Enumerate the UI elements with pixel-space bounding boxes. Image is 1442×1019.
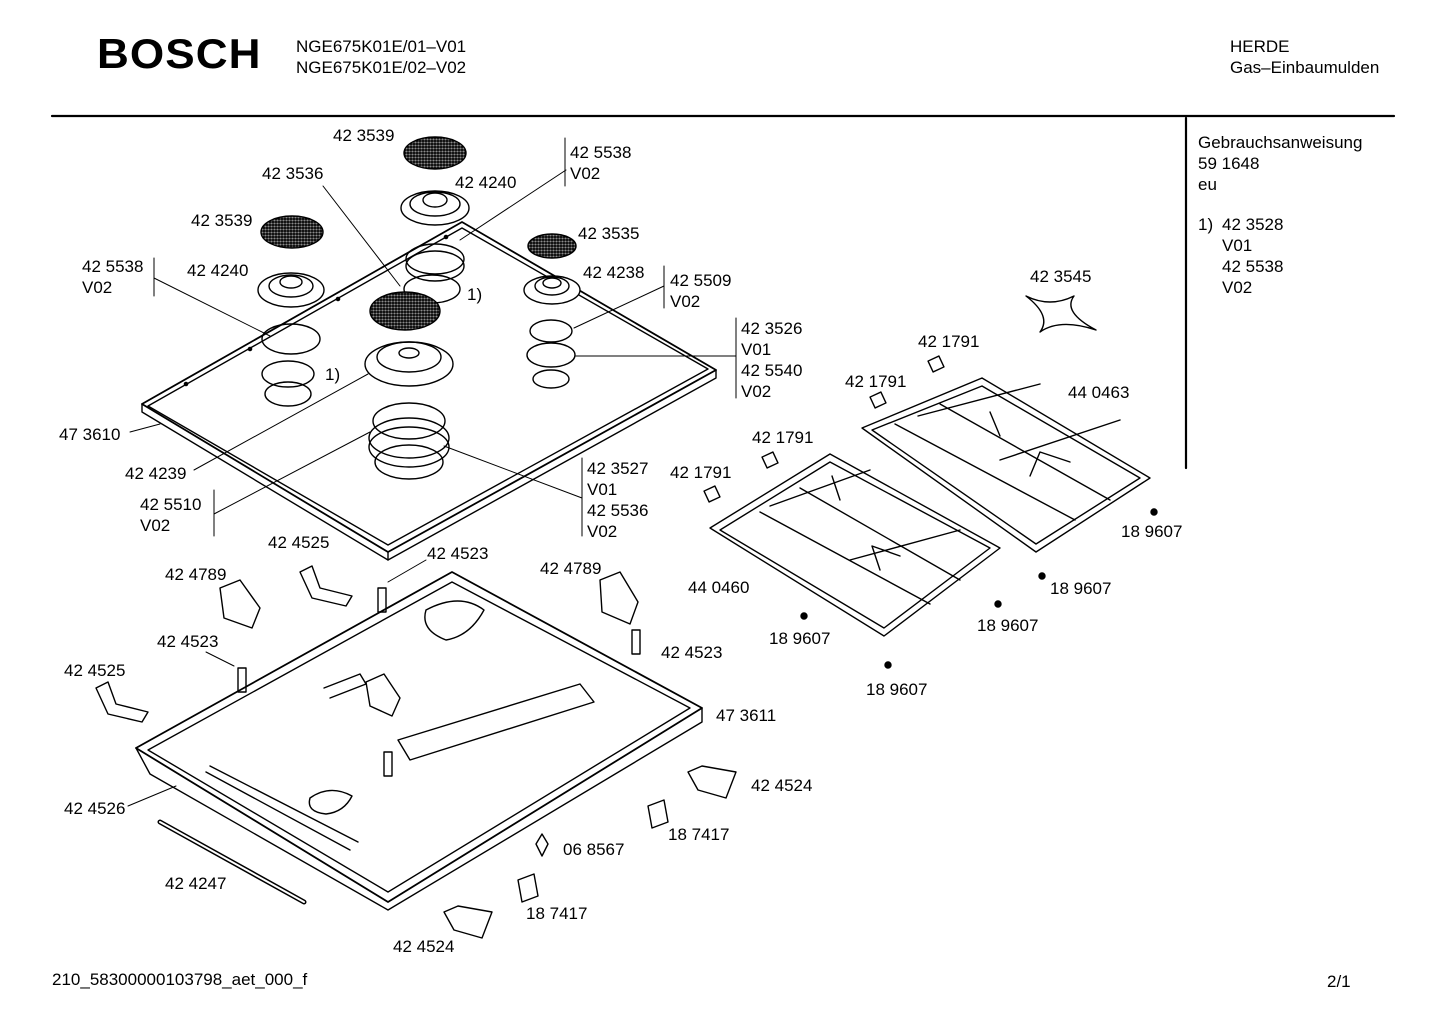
model-list: NGE675K01E/01–V01 NGE675K01E/02–V02 — [296, 36, 466, 78]
part-label: 42 1791 — [845, 372, 907, 391]
part-label: V02 — [82, 278, 113, 297]
part-label: 18 7417 — [526, 904, 588, 923]
part-label: 42 3527 — [587, 459, 649, 478]
part-label: 42 4239 — [125, 464, 187, 483]
part-label: 18 9607 — [866, 680, 928, 699]
part-label: 42 4240 — [455, 173, 517, 192]
part-label: 42 1791 — [918, 332, 980, 351]
part-label: V02 — [570, 164, 601, 183]
part-label: 18 9607 — [1121, 522, 1183, 541]
part-label: 42 1791 — [752, 428, 814, 447]
part-label: 18 9607 — [769, 629, 831, 648]
part-label: 42 5510 — [140, 495, 202, 514]
manual-language: eu — [1198, 175, 1217, 194]
burner-left — [257, 215, 325, 407]
part-label: 18 7417 — [668, 825, 730, 844]
brand-logo: BOSCH — [97, 30, 262, 77]
part-label: 18 9607 — [1050, 579, 1112, 598]
part-label: 18 9607 — [977, 616, 1039, 635]
trivet-adapter — [1025, 295, 1097, 333]
pan-support-left — [709, 453, 1001, 637]
manual-number: 59 1648 — [1198, 154, 1260, 173]
part-label: 42 3539 — [191, 211, 253, 230]
part-label: 42 4247 — [165, 874, 227, 893]
document-code: 210_58300000103798_aet_000_f — [52, 970, 308, 989]
note-lines: 42 3528 V01 42 5538 V02 — [1222, 214, 1283, 298]
burner-rear-center — [400, 136, 470, 282]
support-clips — [703, 355, 945, 503]
part-label: 44 0460 — [688, 578, 750, 597]
note-line: 42 3528 — [1222, 215, 1284, 234]
burner-wok — [364, 274, 461, 480]
manual-title: Gebrauchsanweisung — [1198, 133, 1363, 152]
page-number: 2/1 — [1327, 972, 1351, 991]
seal-strip — [157, 819, 307, 905]
pan-support-right — [861, 377, 1151, 553]
part-label: 42 5536 — [587, 501, 649, 520]
part-label: 42 4524 — [751, 776, 813, 795]
part-label: 42 3539 — [333, 126, 395, 145]
bottom-tray — [135, 571, 703, 911]
note-line: 42 5538 — [1222, 257, 1284, 276]
part-label: 42 5540 — [741, 361, 803, 380]
part-label: 42 5509 — [670, 271, 732, 290]
part-label: 42 4525 — [268, 533, 330, 552]
category-block: HERDE Gas–Einbaumulden — [1230, 36, 1379, 78]
part-label: V02 — [140, 516, 171, 535]
part-label: V01 — [741, 340, 772, 359]
category-title: HERDE — [1230, 37, 1290, 56]
part-label: 42 4523 — [157, 632, 219, 651]
part-label: 42 4526 — [64, 799, 126, 818]
note-marker: 1) — [1198, 215, 1214, 234]
part-label: 06 8567 — [563, 840, 625, 859]
part-label: 42 4524 — [393, 937, 455, 956]
hob-top-plate — [141, 221, 717, 561]
part-label: 42 4789 — [165, 565, 227, 584]
part-label: V01 — [587, 480, 618, 499]
category-subtitle: Gas–Einbaumulden — [1230, 58, 1380, 77]
part-label: 42 4525 — [64, 661, 126, 680]
part-label: 42 5538 — [82, 257, 144, 276]
part-label: V02 — [670, 292, 701, 311]
part-label: 42 3545 — [1030, 267, 1092, 286]
part-label: V02 — [741, 382, 772, 401]
part-label: 47 3611 — [716, 706, 777, 725]
rubber-feet — [800, 508, 1158, 669]
part-label: 42 3526 — [741, 319, 803, 338]
part-label: 44 0463 — [1068, 383, 1130, 402]
footnote-marker: 1) — [467, 285, 483, 304]
part-label: 42 4789 — [540, 559, 602, 578]
burner-right-small — [523, 233, 581, 389]
part-label: 42 1791 — [670, 463, 732, 482]
model-number: NGE675K01E/01–V01 — [296, 37, 467, 56]
manual-info: Gebrauchsanweisung 59 1648 eu — [1198, 132, 1362, 195]
note-line: V02 — [1222, 278, 1253, 297]
knob-shafts — [237, 587, 641, 777]
model-number: NGE675K01E/02–V02 — [296, 58, 467, 77]
part-label: V02 — [587, 522, 618, 541]
part-label: 42 4523 — [427, 544, 489, 563]
footnote-marker: 1) — [325, 365, 341, 384]
part-label: 42 3535 — [578, 224, 640, 243]
part-label: 47 3610 — [59, 425, 121, 444]
part-label: 42 4240 — [187, 261, 249, 280]
part-label: 42 5538 — [570, 143, 632, 162]
note-line: V01 — [1222, 236, 1253, 255]
brackets — [95, 565, 737, 939]
part-label: 42 4238 — [583, 263, 645, 282]
leader-lines — [127, 137, 737, 807]
part-label: 42 3536 — [262, 164, 324, 183]
part-label: 42 4523 — [661, 643, 723, 662]
